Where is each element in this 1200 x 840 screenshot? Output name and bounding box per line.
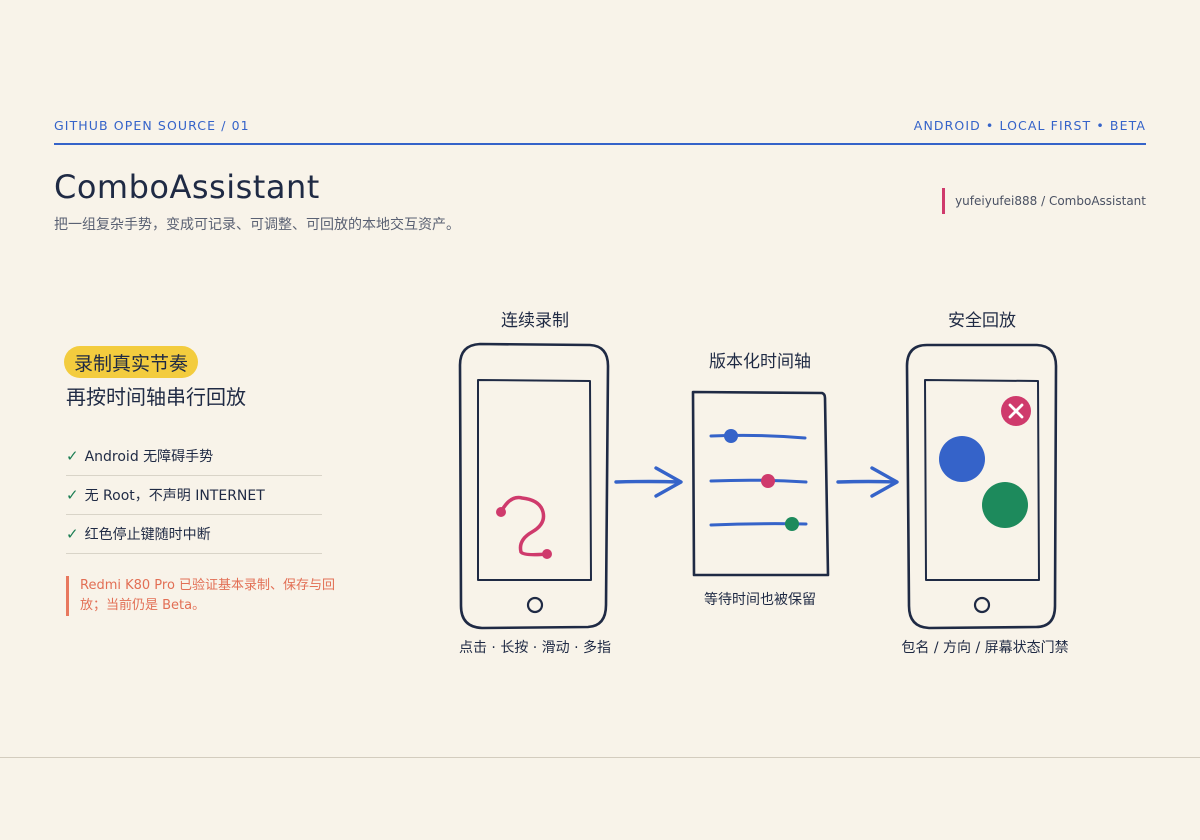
replay-stage-title: 安全回放	[948, 311, 1016, 331]
timeline-stage-title: 版本化时间轴	[709, 352, 811, 372]
feature-text: 无 Root，不声明 INTERNET	[84, 488, 265, 504]
record-phone	[458, 342, 610, 630]
replay-touch-point-green	[982, 482, 1028, 528]
app-subtitle: 把一组复杂手势，变成可记录、可调整、可回放的本地交互资产。	[54, 217, 460, 233]
timeline-tracks	[709, 433, 808, 527]
list-item: ✓ 红色停止键随时中断	[66, 515, 322, 554]
arrow-right-icon	[614, 466, 683, 498]
timeline-marker-pink	[761, 474, 775, 488]
pitch-headline: 再按时间轴串行回放	[66, 385, 246, 409]
home-button-icon	[526, 596, 544, 614]
pitch-highlight-text: 录制真实节奏	[74, 352, 189, 375]
timeline-card	[691, 390, 830, 577]
header-section-label: GITHUB OPEN SOURCE / 01	[54, 118, 250, 133]
check-icon: ✓	[66, 525, 79, 543]
app-title: ComboAssistant	[54, 168, 320, 206]
timeline-stage-caption: 等待时间也被保留	[704, 592, 816, 608]
footer-divider	[0, 757, 1200, 758]
record-stage-title: 连续录制	[501, 311, 569, 331]
feature-list: ✓ Android 无障碍手势 ✓ 无 Root，不声明 INTERNET ✓ …	[66, 437, 322, 554]
check-icon: ✓	[66, 447, 79, 465]
replay-touch-point-blue	[939, 436, 985, 482]
record-stage-caption: 点击 · 长按 · 滑动 · 多指	[458, 640, 612, 656]
feature-text: Android 无障碍手势	[84, 449, 214, 465]
close-icon[interactable]	[1001, 396, 1031, 426]
timeline-marker-green	[785, 517, 799, 531]
pitch-highlight: 录制真实节奏	[64, 346, 199, 378]
timeline-marker-blue	[724, 429, 738, 443]
replay-stage-caption: 包名 / 方向 / 屏幕状态门禁	[901, 640, 1069, 656]
feature-text: 红色停止键随时中断	[84, 527, 211, 543]
header-platform-tags: ANDROID • LOCAL FIRST • BETA	[913, 118, 1146, 133]
gesture-trace	[496, 495, 552, 559]
replay-phone	[905, 343, 1058, 630]
repo-link[interactable]: yufeiyufei888 / ComboAssistant	[942, 188, 1146, 214]
list-item: ✓ 无 Root，不声明 INTERNET	[66, 476, 322, 515]
list-item: ✓ Android 无障碍手势	[66, 437, 322, 476]
device-note: Redmi K80 Pro 已验证基本录制、保存与回放；当前仍是 Beta。	[66, 576, 340, 616]
check-icon: ✓	[66, 486, 79, 504]
repo-label: yufeiyufei888 / ComboAssistant	[955, 194, 1146, 208]
arrow-right-icon	[836, 466, 899, 498]
top-header: GITHUB OPEN SOURCE / 01 ANDROID • LOCAL …	[54, 118, 1146, 136]
header-divider	[54, 143, 1146, 145]
home-button-icon	[973, 596, 991, 614]
